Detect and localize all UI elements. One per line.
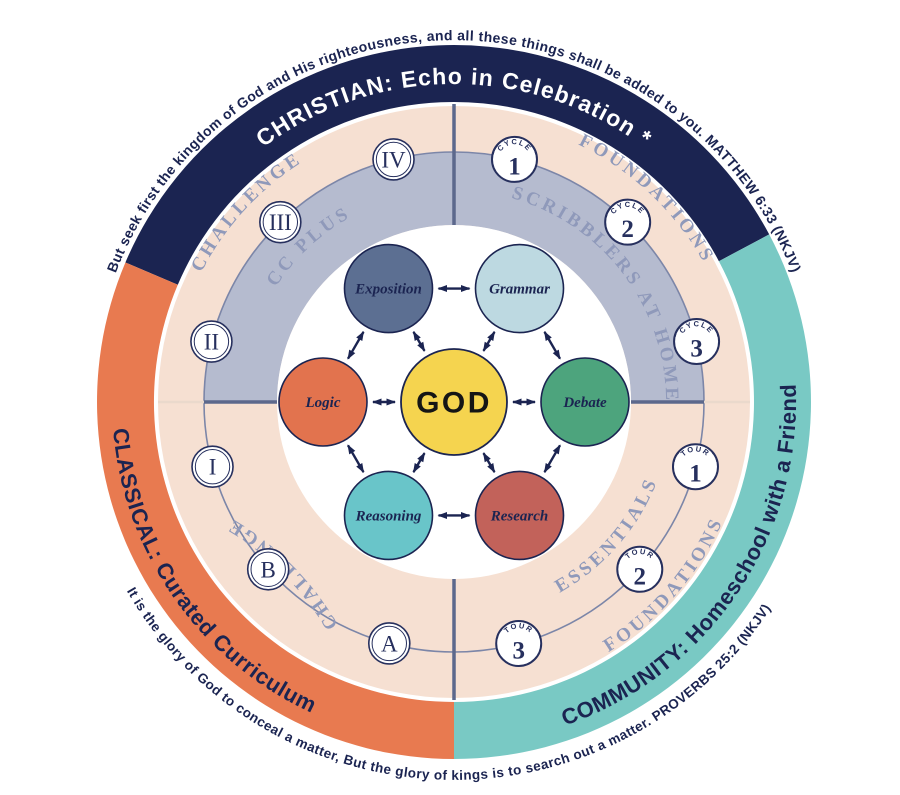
badge-label: A <box>381 631 398 656</box>
badge-prefix-label: TOUR <box>502 621 535 635</box>
badge-outer-ring <box>246 547 290 591</box>
badge-circle <box>495 619 543 667</box>
badge-number: 3 <box>512 637 525 664</box>
relationship-arrow <box>543 330 562 360</box>
badge-number: 3 <box>690 336 703 363</box>
sector-christian <box>125 45 770 285</box>
slate-band <box>204 152 704 402</box>
badge-flourish-right <box>535 628 541 639</box>
badge-outer-ring <box>372 138 415 181</box>
badge-prefix-label: TOUR <box>679 444 712 458</box>
subject-label: Research <box>490 508 549 524</box>
relationship-arrow <box>346 444 365 474</box>
subject-label: Grammar <box>489 282 550 298</box>
challenge-badge-b: B <box>246 547 290 591</box>
subject-label: Reasoning <box>355 508 422 524</box>
subject-circle <box>343 243 434 334</box>
program-badge-tour-2: TOUR 2 <box>616 545 664 593</box>
badge-number: 1 <box>689 461 702 488</box>
badge-flourish-right <box>656 554 663 565</box>
badge-circle <box>616 545 664 593</box>
god-circle <box>400 348 508 456</box>
relationship-arrow <box>412 452 426 474</box>
badge-label: I <box>209 455 217 480</box>
badge-prefix-label: TOUR <box>623 547 656 561</box>
badge-flourish-left <box>673 452 680 462</box>
subject-node-exposition: Exposition <box>343 243 434 334</box>
relationship-arrow <box>482 452 496 474</box>
subject-circle <box>474 243 565 334</box>
challenge-badge-iii: III <box>259 200 302 244</box>
subject-node-research: Research <box>474 470 565 561</box>
badge-inner-ring <box>194 449 231 485</box>
badge-inner-ring <box>371 625 407 662</box>
challenge-badge-iv: IV <box>372 138 415 181</box>
badge-flourish-right <box>530 144 537 155</box>
badge-flourish-left <box>617 554 624 565</box>
relationship-arrow <box>346 330 365 360</box>
badge-flourish-right <box>644 207 650 218</box>
subject-label: Exposition <box>354 282 422 298</box>
relationship-arrow <box>543 444 562 474</box>
badge-circle <box>671 443 719 491</box>
badge-flourish-right <box>713 326 719 337</box>
badge-outer-ring <box>191 445 234 489</box>
badge-outer-ring <box>367 622 411 665</box>
relationship-arrow <box>412 330 426 352</box>
subject-circle <box>474 470 565 561</box>
program-badge-tour-1: TOUR 1 <box>671 443 719 491</box>
badge-label: II <box>204 330 219 355</box>
program-badge-tour-3: TOUR 3 <box>495 619 543 667</box>
god-label: GOD <box>416 387 492 420</box>
relationship-arrow <box>482 330 496 352</box>
badges-layer: IVIIIIIIBACYCLE1CYCLE2CYCLE3TOUR1TOUR2TO… <box>190 135 721 667</box>
challenge-badge-i: I <box>191 445 234 489</box>
subject-node-reasoning: Reasoning <box>343 470 434 561</box>
badge-flourish-right <box>711 452 718 462</box>
subject-node-debate: Debate <box>540 357 630 447</box>
badge-label: IV <box>381 147 406 172</box>
badge-circle <box>490 135 538 183</box>
subject-label: Logic <box>305 395 341 411</box>
subject-node-grammar: Grammar <box>474 243 565 334</box>
badge-circle <box>604 198 652 246</box>
sector-classical <box>97 262 455 759</box>
badge-number: 1 <box>508 153 521 180</box>
badge-inner-ring <box>262 204 299 240</box>
badge-flourish-left <box>496 628 503 639</box>
badge-flourish-left <box>674 326 681 337</box>
challenge-badge-ii: II <box>190 320 233 363</box>
badge-flourish-left <box>605 207 612 218</box>
challenge-badge-a: A <box>367 622 411 665</box>
sector-community <box>454 234 811 759</box>
badge-number: 2 <box>634 563 647 590</box>
badge-inner-ring <box>375 141 412 178</box>
badge-circle <box>673 318 721 366</box>
badge-label: III <box>269 210 292 235</box>
subject-circle <box>540 357 630 447</box>
subject-node-logic: Logic <box>278 357 368 447</box>
badge-outer-ring <box>259 200 302 244</box>
badge-number: 2 <box>621 216 634 243</box>
badge-outer-ring <box>190 320 233 363</box>
badge-label: B <box>261 557 276 582</box>
badge-inner-ring <box>250 551 286 587</box>
badge-flourish-left <box>492 144 499 155</box>
subject-circle <box>343 470 434 561</box>
badge-inner-ring <box>193 323 230 360</box>
subject-label: Debate <box>562 395 607 411</box>
god-node: GOD <box>400 348 508 456</box>
subject-circle <box>278 357 368 447</box>
